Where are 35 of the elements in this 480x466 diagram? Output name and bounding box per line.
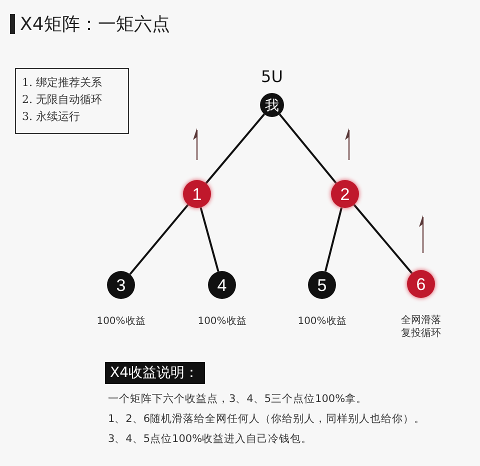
heading: X4收益说明： [110, 364, 200, 382]
connector-line [353, 204, 413, 274]
node-label: 5 [317, 276, 327, 294]
node-label: 6 [416, 276, 426, 292]
node-caption: 全网滑落复投循环 [400, 314, 442, 340]
node-label: 我 [265, 98, 279, 112]
node-label: 2 [340, 186, 350, 202]
node-circle [260, 93, 284, 117]
connector-line [205, 114, 266, 184]
node-caption: 5U [260, 67, 284, 88]
node-label: 3 [116, 276, 126, 294]
connector-line [324, 207, 343, 272]
node-caption: 100%收益 [96, 315, 146, 328]
connector-line [278, 114, 337, 184]
node-label: 4 [217, 276, 227, 294]
connector-line [200, 207, 220, 272]
note-text: 一个矩阵下六个收益点，3、4、5三个点位100%拿。 [108, 392, 368, 406]
heading-bar [105, 362, 205, 384]
note-item: 3. 永续运行 [22, 109, 81, 125]
node-label: 1 [192, 186, 202, 202]
node-circle [407, 270, 435, 298]
node-circle [208, 271, 236, 299]
node-circle [183, 180, 211, 208]
node-circle [308, 271, 336, 299]
node-circle [331, 180, 359, 208]
note-box [15, 68, 129, 134]
connector-line [129, 204, 189, 275]
node-circle [107, 271, 135, 299]
note-text: 3、4、5点位100%收益进入自己冷钱包。 [108, 432, 312, 446]
title: X4矩阵：一矩六点 [20, 13, 170, 36]
node-caption: 100%收益 [196, 315, 248, 328]
note-text: 1、2、6随机滑落给全网任何人（你给别人，同样别人也给你）。 [108, 412, 426, 426]
note-item: 2. 无限自动循环 [22, 92, 103, 108]
note-item: 1. 绑定推荐关系 [22, 75, 103, 91]
node-caption: 100%收益 [296, 315, 348, 328]
